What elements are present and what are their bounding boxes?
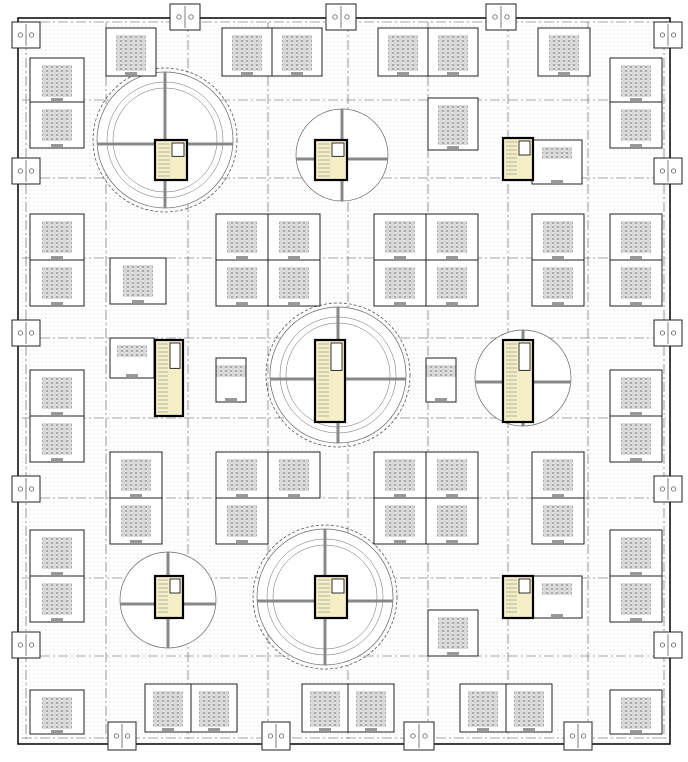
restroom-pod	[11, 157, 41, 185]
classroom-block	[109, 451, 163, 499]
classroom-block	[29, 415, 85, 463]
classroom-block	[425, 213, 479, 261]
classroom-block	[373, 213, 427, 261]
classroom-block	[609, 101, 663, 149]
stair-core	[501, 338, 535, 424]
restroom-pod	[11, 21, 41, 49]
restroom-pod	[485, 3, 517, 31]
stair-core	[501, 574, 535, 620]
restroom-pod	[11, 631, 41, 659]
classroom-block	[29, 57, 85, 103]
classroom-block	[190, 683, 238, 733]
classroom-block	[377, 27, 429, 77]
classroom-block	[531, 213, 585, 261]
restroom-pod	[107, 721, 137, 751]
classroom-block	[215, 259, 269, 307]
classroom-block	[531, 139, 583, 185]
restroom-pod	[11, 475, 41, 503]
classroom-block	[215, 451, 269, 499]
classroom-block	[531, 451, 585, 499]
classroom-block	[609, 689, 663, 735]
classroom-blocks	[29, 27, 663, 735]
classroom-block	[531, 575, 583, 619]
stair-core	[153, 574, 185, 620]
classroom-block	[267, 259, 321, 307]
classroom-block	[425, 497, 479, 545]
restroom-pod	[653, 21, 683, 49]
classroom-block	[29, 575, 85, 623]
classroom-block	[609, 213, 663, 261]
classroom-block	[215, 497, 269, 545]
classroom-block	[609, 259, 663, 307]
classroom-block	[109, 257, 167, 305]
restroom-pod	[261, 721, 291, 751]
classroom-block	[531, 259, 585, 307]
classroom-block	[531, 497, 585, 545]
classroom-block	[29, 529, 85, 577]
classroom-block	[301, 683, 349, 733]
restroom-pod	[325, 3, 357, 31]
classroom-block	[267, 213, 321, 261]
classroom-block	[29, 101, 85, 149]
stair-core	[153, 338, 185, 418]
classroom-block	[347, 683, 395, 733]
classroom-block	[215, 357, 247, 403]
stair-cores	[153, 136, 535, 620]
classroom-block	[609, 575, 663, 623]
restroom-pod	[653, 319, 683, 347]
classroom-block	[221, 27, 273, 77]
classroom-block	[427, 27, 479, 77]
classroom-block	[373, 497, 427, 545]
classroom-block	[267, 451, 321, 499]
restroom-pod	[169, 3, 201, 31]
restroom-pod	[403, 721, 435, 751]
classroom-block	[373, 451, 427, 499]
classroom-block	[609, 57, 663, 103]
classroom-block	[215, 213, 269, 261]
classroom-block	[29, 259, 85, 307]
restroom-pod	[653, 475, 683, 503]
restroom-pods	[11, 3, 683, 751]
classroom-block	[425, 451, 479, 499]
classroom-block	[425, 357, 457, 403]
classroom-block	[609, 369, 663, 417]
classroom-block	[427, 97, 479, 151]
classroom-block	[271, 27, 323, 77]
stair-core	[501, 136, 535, 182]
classroom-block	[609, 415, 663, 463]
classroom-block	[425, 259, 479, 307]
stair-core	[313, 138, 349, 182]
classroom-block	[609, 529, 663, 577]
classroom-block	[29, 689, 85, 735]
restroom-pod	[11, 319, 41, 347]
stair-core	[313, 574, 349, 620]
classroom-block	[109, 337, 155, 379]
classroom-block	[505, 683, 553, 733]
classroom-block	[373, 259, 427, 307]
restroom-pod	[653, 157, 683, 185]
classroom-block	[459, 683, 507, 733]
classroom-block	[105, 27, 157, 77]
stair-core	[153, 138, 189, 182]
restroom-pod	[653, 631, 683, 659]
stair-core	[313, 338, 347, 424]
classroom-block	[427, 609, 479, 657]
classroom-block	[109, 497, 163, 545]
classroom-block	[144, 683, 192, 733]
restroom-pod	[563, 721, 593, 751]
classroom-block	[29, 369, 85, 417]
classroom-block	[29, 213, 85, 261]
classroom-block	[537, 27, 591, 77]
